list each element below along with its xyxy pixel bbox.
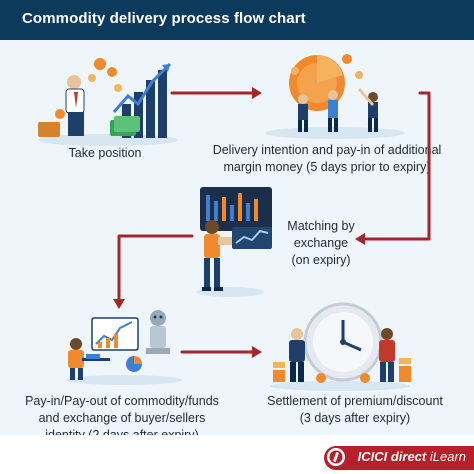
step-matching-caption: Matching by exchange (on expiry) — [276, 218, 366, 269]
step-take-position-caption: Take position — [40, 145, 170, 162]
step-settlement-line-2: (3 days after expiry) — [299, 411, 411, 425]
title-bar: Commodity delivery process flow chart — [0, 0, 474, 40]
pay-in-out-illustration — [66, 310, 182, 385]
icici-logo-icon — [327, 448, 345, 466]
step-pay-in-out-line-1: Pay-in/Pay-out of commodity/funds — [25, 394, 219, 408]
step-matching-line-3: (on expiry) — [291, 253, 351, 267]
step-settlement-line-1: Settlement of premium/discount — [267, 394, 443, 408]
matching-illustration — [196, 187, 272, 297]
step-settlement-caption: Settlement of premium/discount (3 days a… — [250, 393, 460, 427]
brand-name: ICICI direct iLearn — [358, 449, 466, 464]
step-matching-line-1: Matching by — [287, 219, 355, 233]
step-take-position-line-1: Take position — [68, 146, 142, 160]
step-pay-in-out-line-2: and exchange of buyer/sellers — [38, 411, 206, 425]
step-delivery-intention-line-2: margin money (5 days prior to expiry) — [223, 160, 431, 174]
brand-bar — [324, 446, 474, 470]
brand-name-sub: iLearn — [429, 449, 466, 464]
brand-name-main: ICICI direct — [357, 449, 427, 464]
step-delivery-intention-line-1: Delivery intention and pay-in of additio… — [212, 143, 442, 157]
page-title: Commodity delivery process flow chart — [22, 10, 306, 27]
step-delivery-intention-caption: Delivery intention and pay-in of additio… — [182, 142, 472, 176]
delivery-intention-illustration — [265, 54, 405, 139]
settlement-illustration — [270, 302, 411, 391]
take-position-illustration — [38, 58, 178, 146]
step-matching-line-2: exchange — [293, 236, 349, 250]
